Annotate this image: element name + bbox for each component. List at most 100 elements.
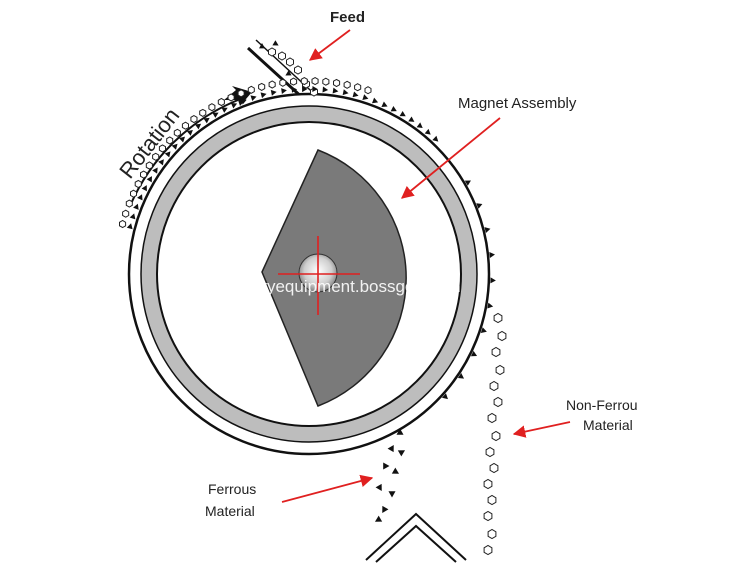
non-ferrous-particle bbox=[491, 346, 501, 358]
ferrous-particle bbox=[146, 176, 152, 183]
non-ferrous-particle bbox=[354, 83, 362, 92]
ferrous-particle bbox=[408, 116, 415, 122]
non-ferrous-particle bbox=[130, 189, 137, 198]
ferrous-particle bbox=[381, 101, 388, 108]
non-ferrous-particle bbox=[294, 65, 302, 75]
non-ferrous-particle bbox=[364, 86, 372, 95]
ferrous-particle bbox=[186, 129, 193, 136]
ferrous-particle bbox=[416, 122, 423, 129]
ferrous-particle bbox=[312, 86, 318, 93]
magnet-assembly-label: Magnet Assembly bbox=[458, 95, 577, 112]
non-ferrous-particle bbox=[497, 330, 507, 342]
non-ferrous-particle bbox=[247, 85, 255, 94]
ferrous-label-line1: Ferrous bbox=[208, 481, 256, 497]
center-crosshair bbox=[278, 236, 360, 315]
ferrous-particle bbox=[285, 70, 292, 76]
non-ferrous-particle bbox=[173, 128, 181, 137]
ferrous-particle bbox=[194, 123, 202, 130]
ferrous-particle bbox=[272, 40, 279, 46]
ferrous-particle bbox=[424, 128, 431, 135]
ferrous-particle bbox=[158, 159, 164, 166]
non-ferrous-particle bbox=[199, 108, 207, 117]
ferrous-particle bbox=[489, 252, 495, 259]
non-ferrous-label-line1: Non-Ferrou bbox=[566, 397, 638, 413]
non-ferrous-particle bbox=[286, 57, 294, 67]
non-ferrous-particle bbox=[122, 209, 130, 218]
ferrous-particle bbox=[141, 185, 147, 192]
ferrous-particle bbox=[230, 102, 238, 109]
ferrous-particle bbox=[152, 167, 158, 174]
ferrous-particle bbox=[352, 91, 359, 98]
non-ferrous-particle bbox=[489, 380, 499, 392]
non-ferrous-particle bbox=[493, 396, 503, 408]
ferrous-particle bbox=[383, 462, 390, 470]
ferrous-particle bbox=[387, 444, 394, 453]
non-ferrous-particle bbox=[119, 219, 127, 229]
ferrous-particle bbox=[487, 302, 494, 309]
ferrous-particle bbox=[382, 505, 389, 514]
non-ferrous-particle bbox=[290, 77, 298, 86]
non-ferrous-particle bbox=[311, 77, 319, 86]
non-ferrous-particle bbox=[134, 179, 142, 189]
ferrous-particle bbox=[464, 180, 471, 186]
rotation-arrow-icon bbox=[224, 86, 252, 106]
ferrous-particle bbox=[281, 88, 287, 95]
ferrous-particle bbox=[476, 203, 483, 209]
non-ferrous-particle bbox=[300, 77, 308, 86]
ferrous-particle bbox=[432, 135, 439, 142]
non-ferrous-particle bbox=[166, 136, 174, 145]
ferrous-particle bbox=[342, 89, 349, 96]
non-ferrous-particle bbox=[487, 494, 497, 506]
material-particles bbox=[119, 40, 507, 556]
non-ferrous-particle bbox=[483, 544, 493, 556]
non-ferrous-particle bbox=[487, 528, 497, 540]
non-ferrous-label-line2: Material bbox=[583, 417, 633, 433]
non-ferrous-particle bbox=[145, 161, 153, 170]
feed-label: Feed bbox=[330, 9, 365, 26]
non-ferrous-particle bbox=[268, 80, 276, 89]
ferrous-label-line2: Material bbox=[205, 503, 255, 519]
ferrous-particle bbox=[480, 327, 487, 333]
non-ferrous-particle bbox=[483, 478, 493, 490]
non-ferrous-particle bbox=[493, 312, 503, 324]
non-ferrous-particle bbox=[208, 103, 216, 112]
ferrous-particle bbox=[203, 117, 210, 124]
collection-divider bbox=[365, 512, 467, 563]
non-ferrous-particle bbox=[158, 144, 166, 153]
ferrous-particle bbox=[375, 483, 382, 492]
non-ferrous-particle bbox=[190, 115, 198, 124]
non-ferrous-particle bbox=[258, 82, 266, 91]
ferrous-particle bbox=[164, 151, 171, 158]
magnet-pointer-arrow bbox=[401, 117, 501, 199]
non-ferrous-particle bbox=[279, 78, 287, 87]
non-ferrous-particle bbox=[217, 97, 225, 107]
non-ferrous-particle bbox=[491, 430, 501, 442]
non-ferrous-particle bbox=[140, 170, 148, 179]
rotation-indicator bbox=[129, 86, 252, 207]
non-ferrous-particle bbox=[495, 364, 505, 376]
ferrous-particle bbox=[221, 107, 228, 113]
ferrous-particle bbox=[260, 92, 267, 99]
ferrous-particle bbox=[129, 213, 136, 220]
non-ferrous-particle bbox=[343, 80, 351, 89]
label-pointer-arrows bbox=[281, 29, 571, 503]
ferrous-particle bbox=[374, 515, 383, 522]
ferrous-particle bbox=[332, 87, 339, 94]
non-ferrous-particle bbox=[487, 412, 497, 424]
ferrous-particle bbox=[362, 94, 369, 100]
watermark-text: avyequipment.bossgoo.com bbox=[249, 277, 461, 296]
ferrous-particle bbox=[371, 97, 379, 104]
non-ferrous-particle bbox=[237, 89, 245, 98]
ferrous-particle bbox=[171, 143, 178, 150]
ferrous-particle bbox=[397, 450, 406, 457]
ferrous-particle bbox=[399, 110, 406, 117]
ferrous-particle bbox=[126, 223, 133, 230]
ferrous-particle bbox=[250, 95, 257, 102]
ferrous-particle bbox=[240, 98, 247, 105]
ferrous-particle bbox=[302, 86, 308, 93]
non-ferrous-particle bbox=[485, 446, 495, 458]
ferrous-particle bbox=[470, 350, 478, 357]
ferrous-particle bbox=[396, 428, 404, 435]
ferrous-particle bbox=[457, 373, 465, 379]
